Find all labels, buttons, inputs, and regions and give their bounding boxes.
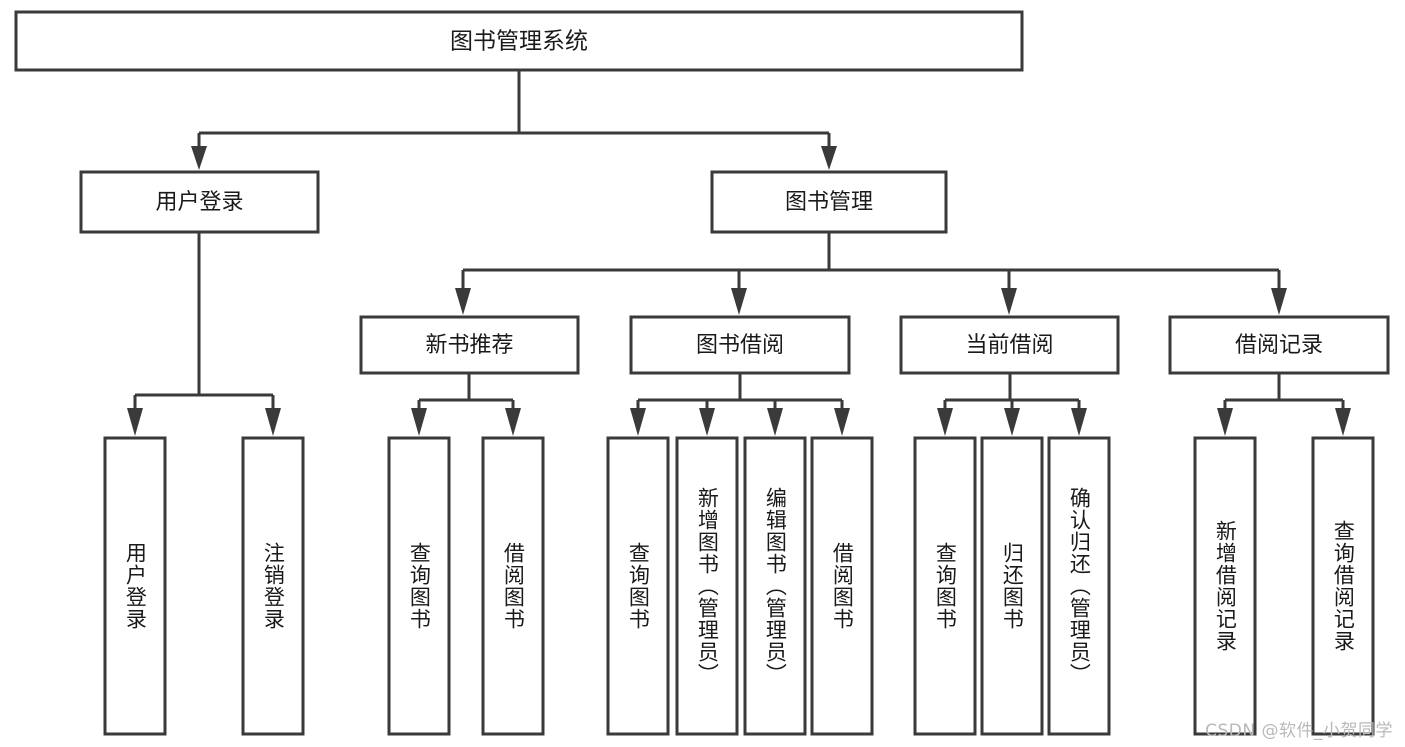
arrow-leaf-logout [265,408,281,436]
arrow-to-book-management [821,146,837,170]
root-label: 图书管理系统 [450,29,588,55]
leaf-box-add-book[interactable] [675,436,739,736]
node-new-book-recommend[interactable]: 新书推荐 [359,315,580,375]
leaf-box-query-book-2[interactable] [606,436,670,736]
arrow-to-new-book-recommend [455,288,471,315]
book-borrow-box[interactable] [629,315,851,375]
arrow-to-book-borrow [731,288,747,315]
node-book-borrow[interactable]: 图书借阅 [629,315,851,375]
edges-layer [127,70,1351,436]
leaf-box-edit-book[interactable] [743,436,807,736]
leaf-box-query-book-1[interactable] [387,436,451,736]
node-user-login[interactable]: 用户登录 [79,170,320,234]
user-login-label: 用户登录 [155,190,243,215]
csdn-watermark: CSDN @软件_小贺同学 [1205,721,1393,741]
leaf-box-borrow-book-1[interactable] [481,436,545,736]
arrow-leaf-add-book [699,408,715,436]
new-book-recommend-label: 新书推荐 [425,333,513,358]
leaf-box-borrow-book-2[interactable] [810,436,874,736]
arrow-leaf-edit-book [767,408,783,436]
current-borrow-label: 当前借阅 [965,333,1053,358]
node-root[interactable]: 图书管理系统 [14,10,1024,72]
arrow-leaf-borrow-book-2 [834,408,850,436]
new-book-recommend-box[interactable] [359,315,580,375]
book-management-label: 图书管理 [785,190,873,215]
arrow-leaf-query-book-3 [937,408,953,436]
arrow-leaf-user-login [127,408,143,436]
book-management-box[interactable] [710,170,948,234]
leaf-box-add-record[interactable] [1193,436,1257,736]
book-borrow-label: 图书借阅 [696,333,784,358]
arrow-leaf-confirm-return [1071,408,1087,436]
arrow-leaf-query-book-1 [411,408,427,436]
arrow-leaf-borrow-book-1 [505,408,521,436]
borrow-record-label: 借阅记录 [1235,333,1323,358]
arrow-to-current-borrow [1001,288,1017,315]
leaf-box-confirm-return[interactable] [1047,436,1111,736]
current-borrow-box[interactable] [899,315,1120,375]
leaf-box-user-login[interactable] [103,436,167,736]
leaf-box-query-record[interactable] [1311,436,1375,736]
leaf-box-query-book-3[interactable] [913,436,977,736]
node-book-management[interactable]: 图书管理 [710,170,948,234]
node-borrow-record[interactable]: 借阅记录 [1168,315,1390,375]
borrow-record-box[interactable] [1168,315,1390,375]
arrow-leaf-return-book [1004,408,1020,436]
arrow-leaf-query-book-2 [630,408,646,436]
node-current-borrow[interactable]: 当前借阅 [899,315,1120,375]
arrow-to-borrow-record [1271,288,1287,315]
leaf-box-logout[interactable] [241,436,305,736]
user-login-box[interactable] [79,170,320,234]
arrow-leaf-add-record [1217,408,1233,436]
leaf-box-return-book[interactable] [980,436,1044,736]
arrow-to-user-login [191,146,207,170]
arrow-leaf-query-record [1335,408,1351,436]
root-box[interactable] [14,10,1024,72]
leaf-boxes-layer [103,436,1375,736]
